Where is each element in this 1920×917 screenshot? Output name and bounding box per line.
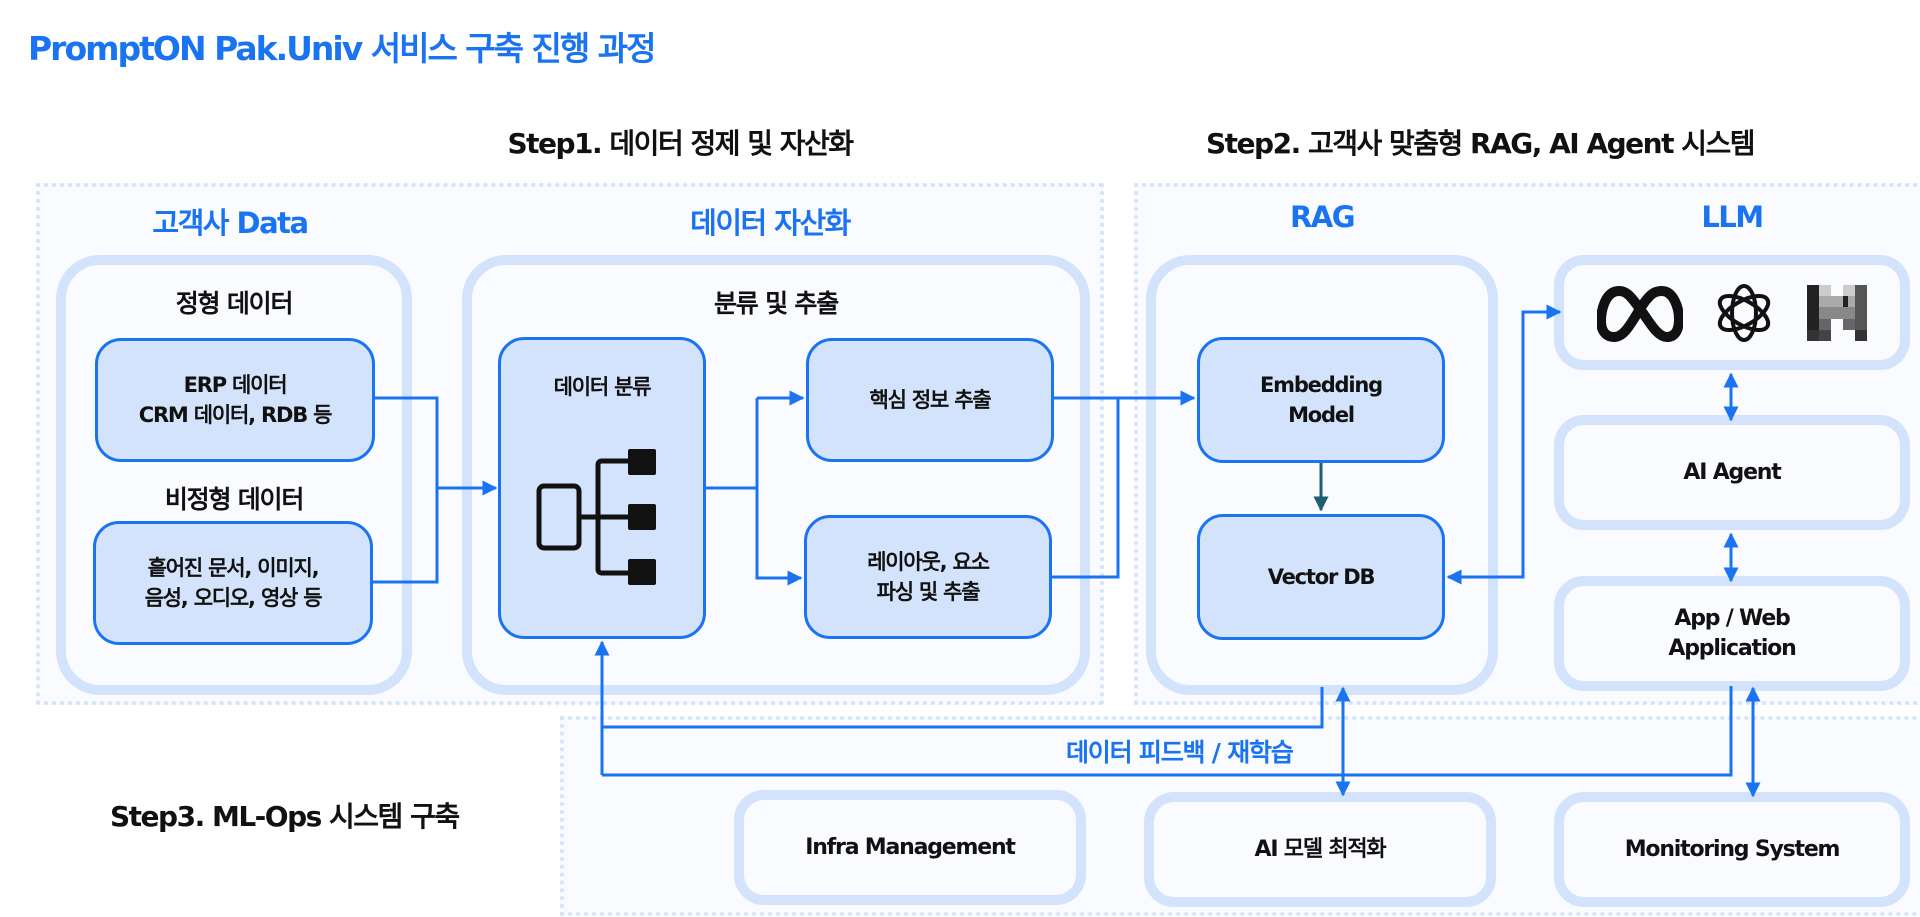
data-classification-label: 데이터 분류 bbox=[553, 375, 652, 399]
structured-data-label: 정형 데이터 bbox=[175, 289, 294, 318]
infra-management-card: Infra Management bbox=[734, 790, 1086, 905]
step2-title: Step2. 고객사 맞춤형 RAG, AI Agent 시스템 bbox=[1206, 127, 1756, 160]
monitoring-system-label: Monitoring System bbox=[1624, 836, 1841, 862]
meta-logo-icon bbox=[1597, 285, 1683, 342]
ai-model-optimization-label: AI 모델 최적화 bbox=[1254, 836, 1387, 862]
unstructured-data-label: 비정형 데이터 bbox=[164, 485, 305, 514]
unstructured-data-box: 흩어진 문서, 이미지, 음성, 오디오, 영상 등 bbox=[93, 521, 373, 645]
mistral-logo-icon bbox=[1807, 284, 1867, 341]
customer-data-label: 고객사 Data bbox=[152, 206, 309, 240]
app-web-card: App / Web Application bbox=[1554, 576, 1910, 691]
page-title: PromptON Pak.Univ 서비스 구축 진행 과정 bbox=[28, 29, 656, 68]
key-info-extraction-box: 핵심 정보 추출 bbox=[806, 338, 1054, 462]
layout-parsing-box: 레이아웃, 요소 파싱 및 추출 bbox=[804, 515, 1052, 639]
vector-db-box: Vector DB bbox=[1197, 514, 1445, 640]
infra-management-label: Infra Management bbox=[805, 834, 1016, 860]
feedback-retraining-label: 데이터 피드백 / 재학습 bbox=[1066, 738, 1294, 767]
ai-model-optimization-card: AI 모델 최적화 bbox=[1144, 792, 1496, 907]
step3-title: Step3. ML-Ops 시스템 구축 bbox=[110, 800, 460, 833]
app-web-label: App / Web Application bbox=[1668, 605, 1796, 661]
structured-data-box: ERP 데이터 CRM 데이터, RDB 등 bbox=[95, 338, 375, 462]
ai-agent-card: AI Agent bbox=[1554, 415, 1910, 530]
rag-label: RAG bbox=[1289, 200, 1356, 234]
classify-extract-label: 분류 및 추출 bbox=[713, 289, 839, 318]
ai-agent-label: AI Agent bbox=[1683, 459, 1781, 485]
hierarchy-tree-icon bbox=[536, 449, 656, 585]
monitoring-system-card: Monitoring System bbox=[1554, 792, 1910, 907]
assetization-label: 데이터 자산화 bbox=[690, 206, 851, 240]
data-classification-box: 데이터 분류 bbox=[498, 337, 706, 639]
embedding-model-box: Embedding Model bbox=[1197, 337, 1445, 463]
step1-title: Step1. 데이터 정제 및 자산화 bbox=[507, 127, 854, 160]
llm-providers-card bbox=[1554, 255, 1910, 370]
openai-logo-icon bbox=[1717, 283, 1771, 342]
llm-label: LLM bbox=[1701, 200, 1764, 234]
